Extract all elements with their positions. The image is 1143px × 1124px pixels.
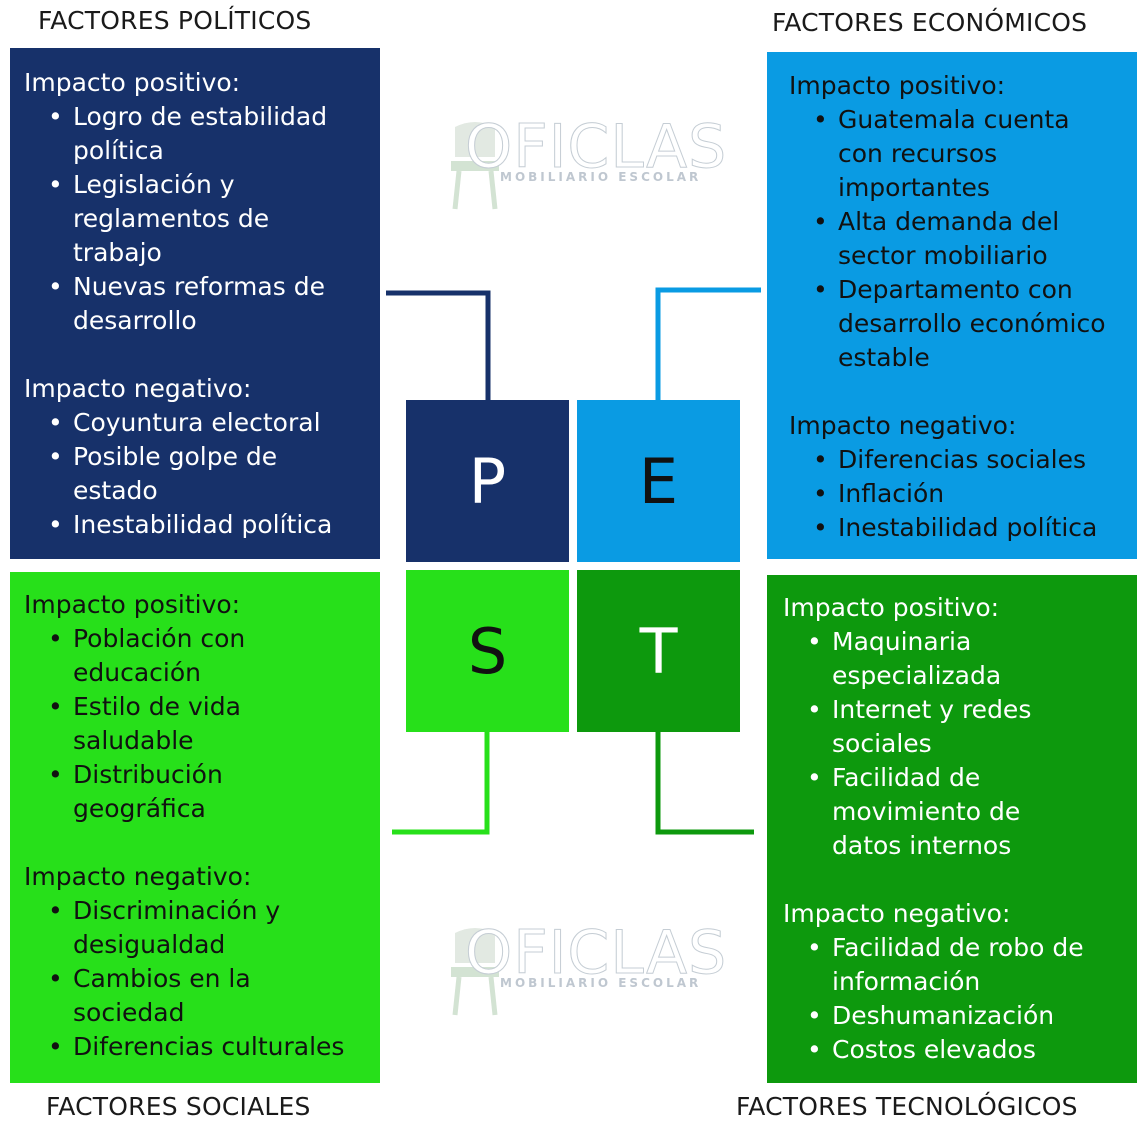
list-item: Cambios en la sociedad	[48, 962, 283, 1030]
list-item: Discriminación y desigualdad	[48, 894, 323, 962]
panel-technological: Impacto positivo: Maquinaria especializa…	[767, 575, 1137, 1083]
list-item: Coyuntura electoral	[48, 406, 380, 440]
economic-positive-title: Impacto positivo:	[789, 71, 1006, 100]
list-item: Deshumanización	[807, 999, 1137, 1033]
panel-political: Impacto positivo: Logro de estabilidad p…	[10, 48, 380, 559]
technological-positive-title: Impacto positivo:	[783, 593, 1000, 622]
letter-t-box: T	[577, 570, 740, 732]
list-item: Población con educación	[48, 622, 283, 690]
social-positive-title: Impacto positivo:	[24, 590, 241, 619]
letter-e-box: E	[577, 400, 740, 562]
heading-economic: FACTORES ECONÓMICOS	[772, 8, 1088, 37]
watermark-title: OFICLAS	[464, 918, 728, 989]
connector-technological	[655, 732, 754, 835]
economic-negative-title: Impacto negativo:	[789, 411, 1017, 440]
panel-social: Impacto positivo: Población con educació…	[10, 572, 380, 1083]
list-item: Inestabilidad política	[813, 511, 1137, 545]
list-item: Distribución geográfica	[48, 758, 273, 826]
heading-social: FACTORES SOCIALES	[46, 1092, 311, 1121]
economic-negative-list: Diferencias sociales Inflación Inestabil…	[789, 443, 1137, 545]
list-item: Estilo de vida saludable	[48, 690, 273, 758]
political-negative-title: Impacto negativo:	[24, 374, 252, 403]
technological-positive-list: Maquinaria especializada Internet y rede…	[783, 625, 1137, 863]
connector-political	[386, 290, 491, 400]
letter-s-box: S	[406, 570, 569, 732]
watermark-logo-bottom: OFICLAS MOBILIARIO ESCOLAR	[445, 918, 727, 1018]
list-item: Legislación y reglamentos de trabajo	[48, 168, 323, 270]
political-positive-title: Impacto positivo:	[24, 68, 241, 97]
watermark-title: OFICLAS	[464, 112, 728, 183]
list-item: Maquinaria especializada	[807, 625, 1032, 693]
list-item: Posible golpe de estado	[48, 440, 323, 508]
connector-social	[392, 732, 490, 835]
letter-p-box: P	[406, 400, 569, 562]
social-negative-title: Impacto negativo:	[24, 862, 252, 891]
list-item: Costos elevados	[807, 1033, 1137, 1067]
list-item: Diferencias sociales	[813, 443, 1137, 477]
list-item: Guatemala cuenta con recursos importante…	[813, 103, 1108, 205]
list-item: Diferencias culturales	[48, 1030, 380, 1064]
social-negative-list: Discriminación y desigualdad Cambios en …	[24, 894, 380, 1064]
social-positive-list: Población con educación Estilo de vida s…	[24, 622, 380, 826]
watermark-logo-top: OFICLAS MOBILIARIO ESCOLAR	[445, 112, 727, 212]
list-item: Inflación	[813, 477, 1137, 511]
list-item: Internet y redes sociales	[807, 693, 1062, 761]
list-item: Inestabilidad política	[48, 508, 380, 542]
technological-negative-list: Facilidad de robo de información Deshuma…	[783, 931, 1137, 1067]
list-item: Facilidad de robo de información	[807, 931, 1122, 999]
economic-positive-list: Guatemala cuenta con recursos importante…	[789, 103, 1137, 375]
watermark-subtitle: MOBILIARIO ESCOLAR	[500, 170, 702, 184]
list-item: Nuevas reformas de desarrollo	[48, 270, 380, 338]
list-item: Logro de estabilidad política	[48, 100, 380, 168]
political-positive-list: Logro de estabilidad política Legislació…	[24, 100, 380, 338]
heading-political: FACTORES POLÍTICOS	[38, 6, 312, 35]
panel-economic: Impacto positivo: Guatemala cuenta con r…	[767, 52, 1137, 559]
technological-negative-title: Impacto negativo:	[783, 899, 1011, 928]
list-item: Facilidad de movimiento de datos interno…	[807, 761, 1062, 863]
watermark-subtitle: MOBILIARIO ESCOLAR	[500, 976, 702, 990]
connector-economic	[655, 287, 761, 400]
list-item: Alta demanda del sector mobiliario	[813, 205, 1098, 273]
heading-technological: FACTORES TECNOLÓGICOS	[736, 1092, 1078, 1121]
list-item: Departamento con desarrollo económico es…	[813, 273, 1113, 375]
chair-icon	[451, 122, 499, 210]
political-negative-list: Coyuntura electoral Posible golpe de est…	[24, 406, 380, 542]
chair-icon	[451, 928, 499, 1016]
